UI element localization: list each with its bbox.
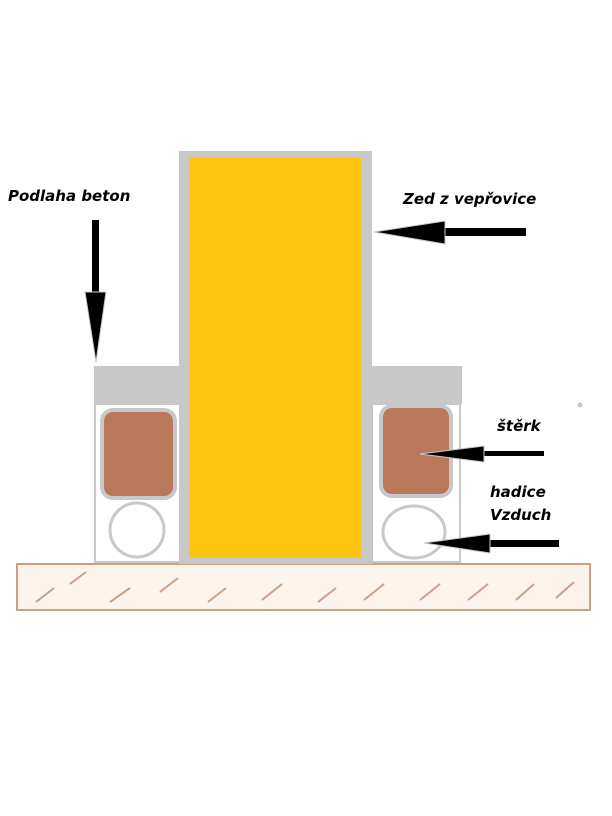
label-gravel: štěrk [497, 417, 541, 435]
ground-slab [16, 563, 591, 611]
air-hose-left [108, 501, 166, 559]
label-wall: Zed z vepřovice [403, 190, 537, 208]
ground-hatching [35, 571, 575, 603]
wall-body [189, 158, 361, 558]
stray-dot [577, 402, 583, 408]
label-floor-concrete: Podlaha beton [8, 187, 131, 205]
gravel-block-left [100, 408, 177, 500]
ground-slab-body [16, 563, 591, 611]
arrow-floor [84, 220, 107, 363]
label-air: Vzduch [490, 506, 552, 524]
arrow-wall [373, 220, 526, 245]
arrow-hose [423, 533, 559, 554]
label-hose: hadice [490, 483, 546, 501]
air-hose-right [381, 504, 447, 560]
arrow-gravel [419, 445, 544, 463]
